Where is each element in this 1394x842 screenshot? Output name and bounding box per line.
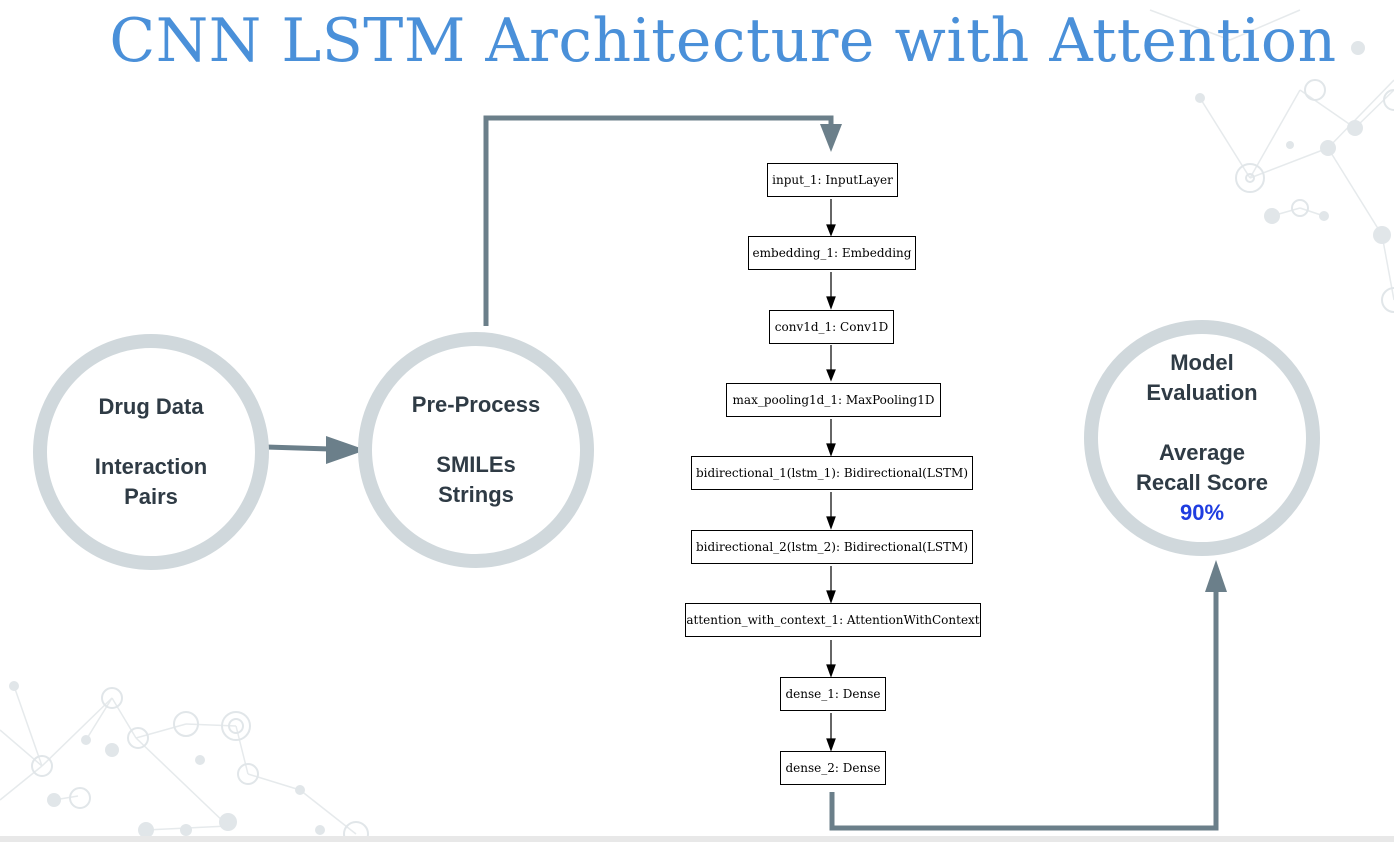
arrowhead-model-input <box>820 124 842 152</box>
evaluation-label: Evaluation <box>1146 380 1258 405</box>
average-label: Average <box>1158 440 1245 465</box>
layer-max-pooling: max_pooling1d_1: MaxPooling1D <box>726 383 941 417</box>
layer-embedding: embedding_1: Embedding <box>748 236 916 270</box>
layer-bidirectional-2: bidirectional_2(lstm_2): Bidirectional(L… <box>691 530 973 564</box>
layer-dense-1: dense_1: Dense <box>780 677 886 711</box>
bottom-bar <box>0 836 1394 842</box>
layer-attention: attention_with_context_1: AttentionWithC… <box>685 603 981 637</box>
recall-score-label: Recall Score <box>1135 470 1269 495</box>
model-evaluation-circle: Model Evaluation Average Recall Score 90… <box>1084 320 1320 556</box>
layer-dense-2: dense_2: Dense <box>780 751 886 785</box>
arrow-drug-to-preprocess <box>265 444 331 452</box>
arrow-preprocess-to-model <box>483 115 834 326</box>
arrowhead-preprocess <box>326 436 366 464</box>
preprocess-label: Pre-Process <box>411 392 541 417</box>
layer-conv1d: conv1d_1: Conv1D <box>769 310 894 344</box>
strings-label: Strings <box>438 482 514 507</box>
pairs-label: Pairs <box>124 484 178 509</box>
drug-data-circle: Drug Data Interaction Pairs <box>33 334 269 570</box>
drug-data-label: Drug Data <box>98 394 204 419</box>
model-label: Model <box>1170 350 1234 375</box>
recall-score-value: 90% <box>1179 500 1225 525</box>
layer-input: input_1: InputLayer <box>767 163 898 197</box>
arrow-model-to-evaluation <box>829 592 1219 831</box>
smiles-label: SMILEs <box>436 452 516 477</box>
layer-bidirectional-1: bidirectional_1(lstm_1): Bidirectional(L… <box>691 456 973 490</box>
arrowhead-evaluation <box>1205 560 1227 592</box>
preprocess-circle: Pre-Process SMILEs Strings <box>358 332 594 568</box>
slide-title: CNN LSTM Architecture with Attention <box>109 6 1337 76</box>
layer-connectors <box>826 199 836 752</box>
interaction-label: Interaction <box>94 454 208 479</box>
